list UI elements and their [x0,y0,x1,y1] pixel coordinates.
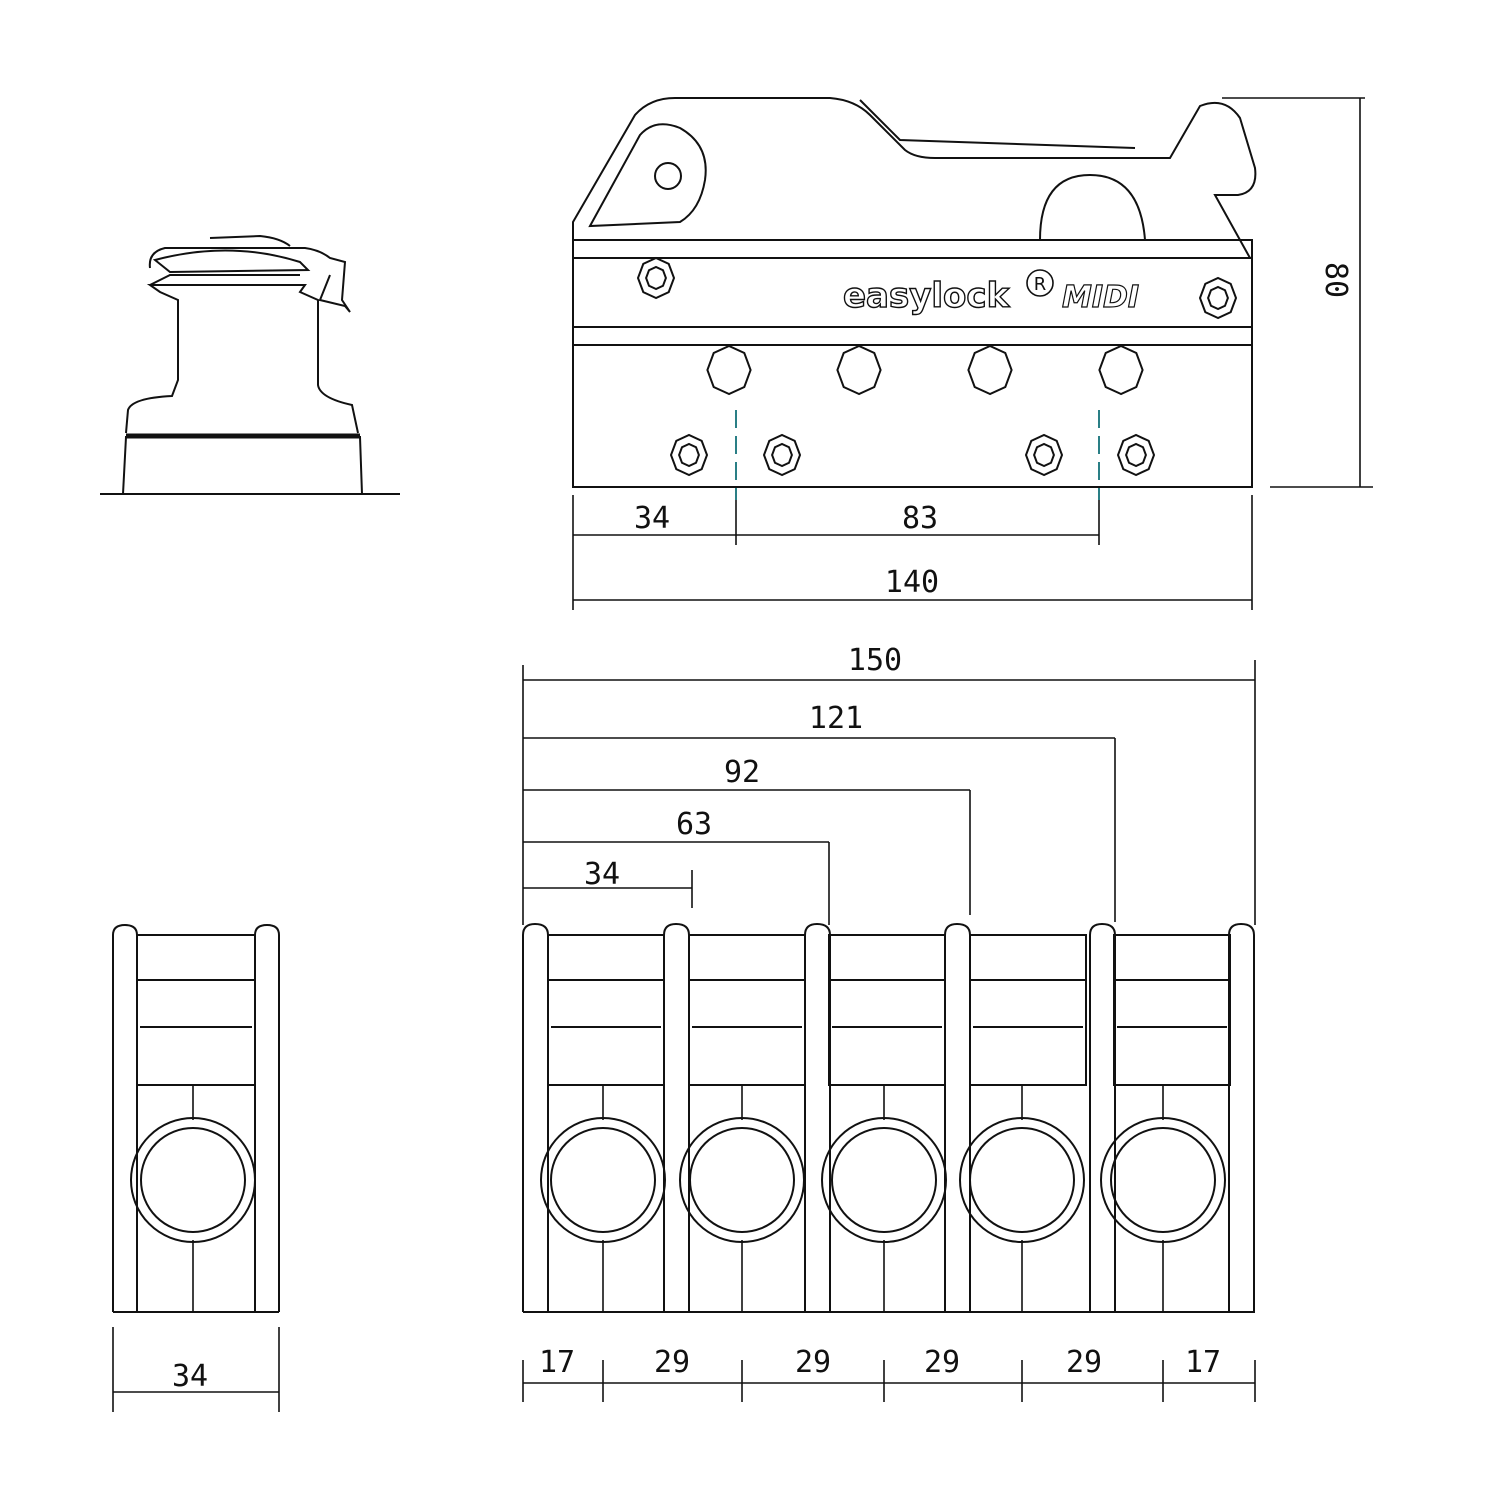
dim-length: 140 [885,565,939,600]
top-view-dimensions: 34 83 140 80 [572,97,1373,610]
clutch-module [679,934,806,1312]
dim-hole-spacing: 83 [902,501,938,536]
hole-icon [1098,344,1144,396]
dim-spacing-label: 29 [795,1345,831,1380]
dim-63: 63 [676,807,712,842]
dim-hole-offset: 34 [634,501,670,536]
hole-icon [967,344,1013,396]
winch-icon [100,234,400,495]
brand-logo: easylock R MIDI [842,269,1140,317]
brand-name: easylock [843,276,1011,316]
nut-icon [1198,276,1238,320]
clutch-top-view: easylock R MIDI [572,97,1257,500]
nut-icon [1024,433,1064,477]
dim-spacing-label: 29 [1066,1345,1102,1380]
separator-post [522,922,549,1312]
hole-icon [836,344,882,396]
separator-post [944,922,971,1312]
separator-post [663,922,690,1312]
nut-icon [636,256,676,300]
dim-height: 80 [1318,262,1353,298]
dim-spacing-label: 29 [654,1345,690,1380]
clutch-module [1100,934,1231,1312]
dim-121: 121 [809,701,863,736]
separator-post [1089,922,1116,1312]
brand-model: MIDI [1062,280,1139,315]
clutch-lever [572,97,1257,259]
clutch-module [959,934,1087,1312]
clutch-module [821,934,947,1312]
registered-mark: R [1034,274,1047,295]
dim-92: 92 [724,755,760,790]
clutch-module [540,934,666,1312]
dim-spacing-label: 17 [1185,1345,1221,1380]
dim-side-width: 34 [172,1359,208,1394]
nut-icon [1116,433,1156,477]
dim-34: 34 [584,857,620,892]
separator-post [804,922,831,1312]
front-view-dimensions: 150 121 92 63 34 17 29 29 29 29 17 [522,643,1256,1402]
hole-icon [706,344,752,396]
dim-spacing-label: 29 [924,1345,960,1380]
separator-post [1228,922,1255,1312]
clutch-front-view [522,922,1255,1313]
nut-icon [669,433,709,477]
clutch-side-view: 34 [112,923,280,1412]
dim-150: 150 [848,643,902,678]
dim-spacing-label: 17 [539,1345,575,1380]
nut-icon [762,433,802,477]
